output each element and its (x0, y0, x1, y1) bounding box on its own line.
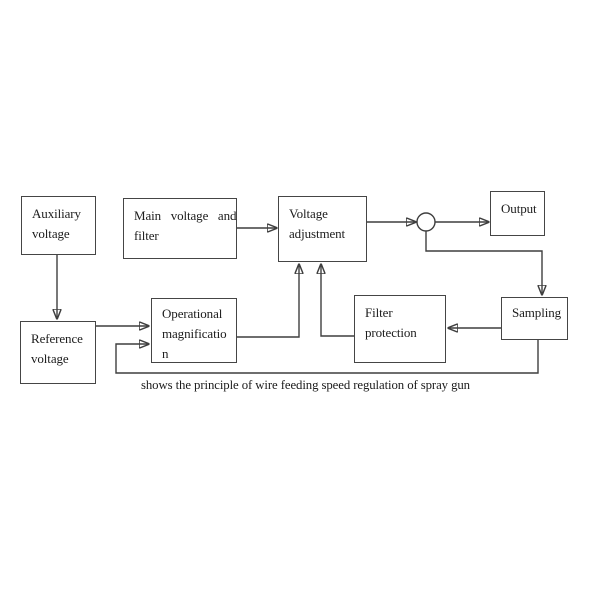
node-operational-magnification: Operational magnificatio n (151, 298, 237, 363)
node-label-line: magnificatio (162, 326, 227, 341)
node-label-line: filter (134, 228, 159, 243)
node-main-voltage-and-filter: Main voltage and filter (123, 198, 237, 259)
node-label-line: voltage (32, 226, 70, 241)
node-label-line: Output (501, 201, 537, 216)
node-label-line: Voltage (289, 206, 328, 221)
node-label-line: Main voltage and (134, 208, 237, 223)
node-sampling: Sampling (501, 297, 568, 340)
node-output: Output (490, 191, 545, 236)
arrow-junction-to-sampling (425, 231, 542, 294)
arrow-sampling-feedback-to-opmag (115, 340, 539, 374)
node-label-line: n (162, 346, 169, 361)
node-label-line: Operational (162, 306, 223, 321)
node-label-line: voltage (31, 351, 69, 366)
node-auxiliary-voltage: Auxiliary voltage (21, 196, 96, 255)
node-label-line: protection (365, 325, 417, 340)
node-label-line: Sampling (512, 305, 562, 320)
arrow-opmag-to-voltage-adjustment (237, 265, 299, 338)
node-voltage-adjustment: Voltage adjustment (278, 196, 367, 262)
node-filter-protection: Filter protection (354, 295, 446, 363)
node-label-line: Filter (365, 305, 393, 320)
arrow-filter-protection-to-voltage-adjustment (321, 265, 354, 337)
summing-junction-circle (416, 212, 436, 232)
node-label-line: Reference (31, 331, 83, 346)
node-label-line: adjustment (289, 226, 346, 241)
node-label-line: Auxiliary (32, 206, 81, 221)
diagram-caption: shows the principle of wire feeding spee… (141, 378, 470, 392)
node-reference-voltage: Reference voltage (20, 321, 96, 384)
